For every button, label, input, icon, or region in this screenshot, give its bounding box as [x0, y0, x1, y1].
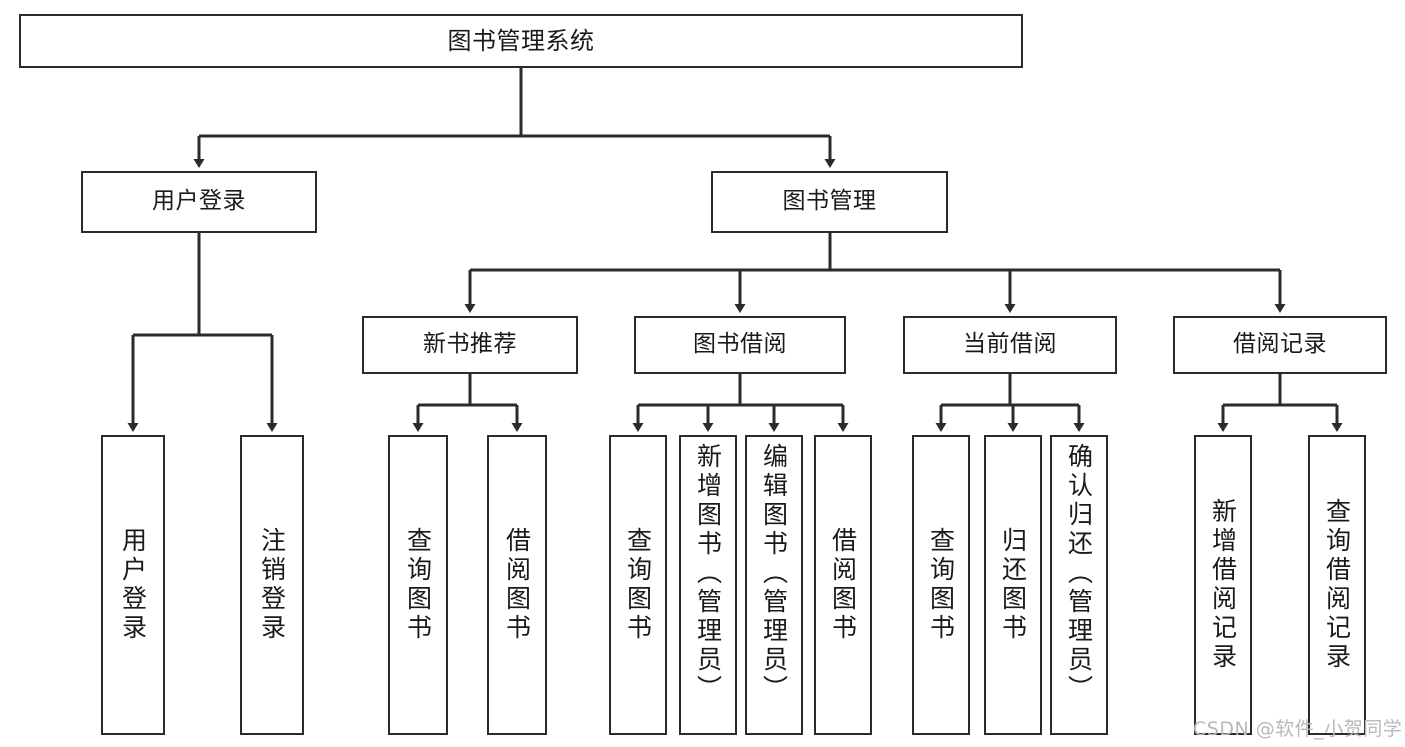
node-new-book-recommend-label: 新书推荐 — [423, 331, 517, 358]
node-leaf-query-book-3-label: 查询图书 — [926, 527, 956, 643]
node-borrow-record[interactable]: 借阅记录 — [1173, 316, 1387, 374]
node-leaf-query-book-2-label: 查询图书 — [623, 527, 653, 643]
node-leaf-add-record-label: 新增借阅记录 — [1208, 498, 1238, 672]
node-leaf-add-book-label: 新增图书（管理员） — [693, 443, 723, 704]
node-leaf-user-login-label: 用户登录 — [118, 527, 148, 643]
node-root-system[interactable]: 图书管理系统 — [19, 14, 1023, 68]
node-current-borrow-label: 当前借阅 — [963, 331, 1057, 358]
node-root-system-label: 图书管理系统 — [447, 26, 595, 55]
node-leaf-confirm-return[interactable]: 确认归还（管理员） — [1050, 435, 1108, 735]
node-leaf-logout-login-label: 注销登录 — [257, 527, 287, 643]
node-leaf-add-record[interactable]: 新增借阅记录 — [1194, 435, 1252, 735]
node-book-borrow-label: 图书借阅 — [693, 331, 787, 358]
node-leaf-confirm-return-label: 确认归还（管理员） — [1064, 443, 1094, 704]
node-user-login-label: 用户登录 — [152, 188, 246, 215]
node-leaf-borrow-book-2-label: 借阅图书 — [828, 527, 858, 643]
node-leaf-edit-book[interactable]: 编辑图书（管理员） — [745, 435, 803, 735]
node-leaf-return-book[interactable]: 归还图书 — [984, 435, 1042, 735]
node-leaf-add-book[interactable]: 新增图书（管理员） — [679, 435, 737, 735]
node-leaf-return-book-label: 归还图书 — [998, 527, 1028, 643]
node-leaf-query-book-1-label: 查询图书 — [403, 527, 433, 643]
node-leaf-query-book-1[interactable]: 查询图书 — [388, 435, 448, 735]
node-new-book-recommend[interactable]: 新书推荐 — [362, 316, 578, 374]
node-leaf-borrow-book-1-label: 借阅图书 — [502, 527, 532, 643]
node-leaf-borrow-book-2[interactable]: 借阅图书 — [814, 435, 872, 735]
node-leaf-user-login[interactable]: 用户登录 — [101, 435, 165, 735]
node-current-borrow[interactable]: 当前借阅 — [903, 316, 1117, 374]
node-book-manage-label: 图书管理 — [782, 188, 877, 215]
node-leaf-query-record[interactable]: 查询借阅记录 — [1308, 435, 1366, 735]
node-leaf-query-book-3[interactable]: 查询图书 — [912, 435, 970, 735]
node-book-manage[interactable]: 图书管理 — [711, 171, 948, 233]
node-user-login[interactable]: 用户登录 — [81, 171, 317, 233]
node-leaf-logout-login[interactable]: 注销登录 — [240, 435, 304, 735]
node-leaf-borrow-book-1[interactable]: 借阅图书 — [487, 435, 547, 735]
node-leaf-query-record-label: 查询借阅记录 — [1322, 498, 1352, 672]
node-leaf-edit-book-label: 编辑图书（管理员） — [759, 443, 789, 704]
node-leaf-query-book-2[interactable]: 查询图书 — [609, 435, 667, 735]
node-book-borrow[interactable]: 图书借阅 — [634, 316, 846, 374]
node-borrow-record-label: 借阅记录 — [1233, 331, 1327, 358]
